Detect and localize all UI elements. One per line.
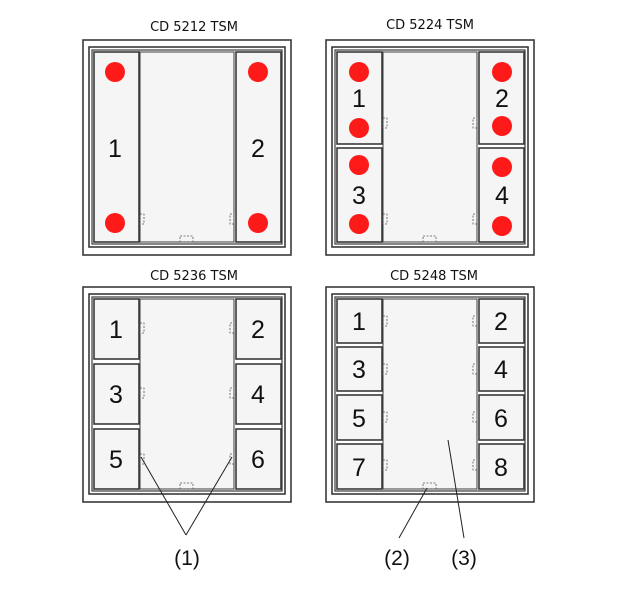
connector-marker	[422, 482, 437, 490]
led-indicator	[492, 62, 512, 82]
led-indicator	[349, 118, 369, 138]
display-area	[139, 51, 235, 243]
clip-marker	[139, 213, 145, 225]
clip-marker	[382, 213, 388, 225]
key-number: 3	[352, 182, 366, 210]
clip-marker	[229, 453, 235, 465]
clip-marker	[472, 213, 478, 225]
key-button	[93, 428, 140, 490]
led-indicator	[492, 157, 512, 177]
key-number: 3	[352, 356, 366, 384]
diagram-title-cd5248: CD 5248 TSM	[390, 269, 478, 284]
key-number: 4	[251, 381, 265, 409]
key-button	[336, 443, 383, 490]
callouts: (1) (2) (3)	[140, 439, 477, 570]
diagram-cd5248: CD 5248 TSM 1 2 3 4 5 6 7 8	[325, 269, 535, 503]
clip-marker	[472, 363, 478, 375]
key-number: 6	[494, 405, 508, 433]
leader-line-1	[140, 456, 187, 536]
key-button	[235, 428, 282, 490]
key-number: 6	[251, 446, 265, 474]
frame-recess	[334, 296, 526, 492]
key-rocker-left	[93, 51, 140, 243]
key-button	[93, 363, 140, 425]
key-number: 7	[352, 454, 366, 482]
key-number: 2	[494, 308, 508, 336]
clip-marker	[382, 363, 388, 375]
clip-marker	[382, 117, 388, 129]
led-indicator	[349, 155, 369, 175]
led-indicator	[105, 213, 125, 233]
clip-marker	[139, 453, 145, 465]
clip-marker	[472, 411, 478, 423]
frame-recess	[91, 296, 283, 492]
key-button	[93, 298, 140, 360]
key-button	[478, 298, 525, 344]
key-number: 1	[108, 135, 122, 163]
clip-marker	[229, 387, 235, 399]
diagram-cd5212: CD 5212 TSM 1 2	[82, 20, 292, 256]
diagram-cd5236: CD 5236 TSM 1 2 3 4 5 6	[82, 269, 292, 503]
key-button	[336, 298, 383, 344]
diagram-cd5224: CD 5224 TSM 1 2 3 4	[325, 18, 535, 256]
frame-recess	[91, 49, 283, 245]
clip-marker	[229, 322, 235, 334]
display-area	[382, 298, 478, 490]
key-number: 1	[352, 85, 366, 113]
leader-line-2	[398, 487, 428, 539]
led-indicator	[349, 62, 369, 82]
clip-marker	[382, 411, 388, 423]
connector-marker	[179, 235, 194, 243]
key-number: 5	[109, 446, 123, 474]
diagram-title-cd5236: CD 5236 TSM	[150, 269, 238, 284]
diagram-title-cd5224: CD 5224 TSM	[386, 18, 474, 33]
key-number: 4	[495, 182, 509, 210]
key-number: 4	[494, 356, 508, 384]
diagram-title-cd5212: CD 5212 TSM	[150, 20, 238, 35]
key-button	[235, 298, 282, 360]
clip-marker	[472, 117, 478, 129]
key-button	[336, 394, 383, 441]
key-button	[478, 394, 525, 441]
display-area	[139, 298, 235, 490]
leader-line-3	[447, 439, 465, 539]
clip-marker	[472, 315, 478, 327]
callout-label-3: (3)	[451, 547, 477, 570]
key-button	[336, 346, 383, 392]
key-number: 2	[251, 135, 265, 163]
key-button	[235, 363, 282, 425]
leader-line-1	[185, 456, 233, 536]
clip-marker	[472, 459, 478, 471]
clip-marker	[139, 387, 145, 399]
callout-label-2: (2)	[384, 547, 410, 570]
key-number: 2	[251, 316, 265, 344]
led-indicator	[105, 62, 125, 82]
connector-marker	[179, 482, 194, 490]
frame-recess	[334, 49, 526, 245]
key-button	[478, 443, 525, 490]
key-button	[478, 346, 525, 392]
key-number: 1	[109, 316, 123, 344]
clip-marker	[382, 315, 388, 327]
clip-marker	[229, 213, 235, 225]
clip-marker	[139, 322, 145, 334]
led-indicator	[248, 213, 268, 233]
key-rocker-right	[235, 51, 282, 243]
key-number: 5	[352, 405, 366, 433]
display-area	[382, 51, 478, 243]
key-number: 3	[109, 381, 123, 409]
led-indicator	[492, 216, 512, 236]
clip-marker	[382, 459, 388, 471]
key-number: 8	[494, 454, 508, 482]
led-indicator	[492, 116, 512, 136]
led-indicator	[248, 62, 268, 82]
connector-marker	[422, 235, 437, 243]
callout-label-1: (1)	[174, 547, 200, 570]
key-number: 1	[352, 308, 366, 336]
led-indicator	[349, 214, 369, 234]
key-number: 2	[495, 85, 509, 113]
